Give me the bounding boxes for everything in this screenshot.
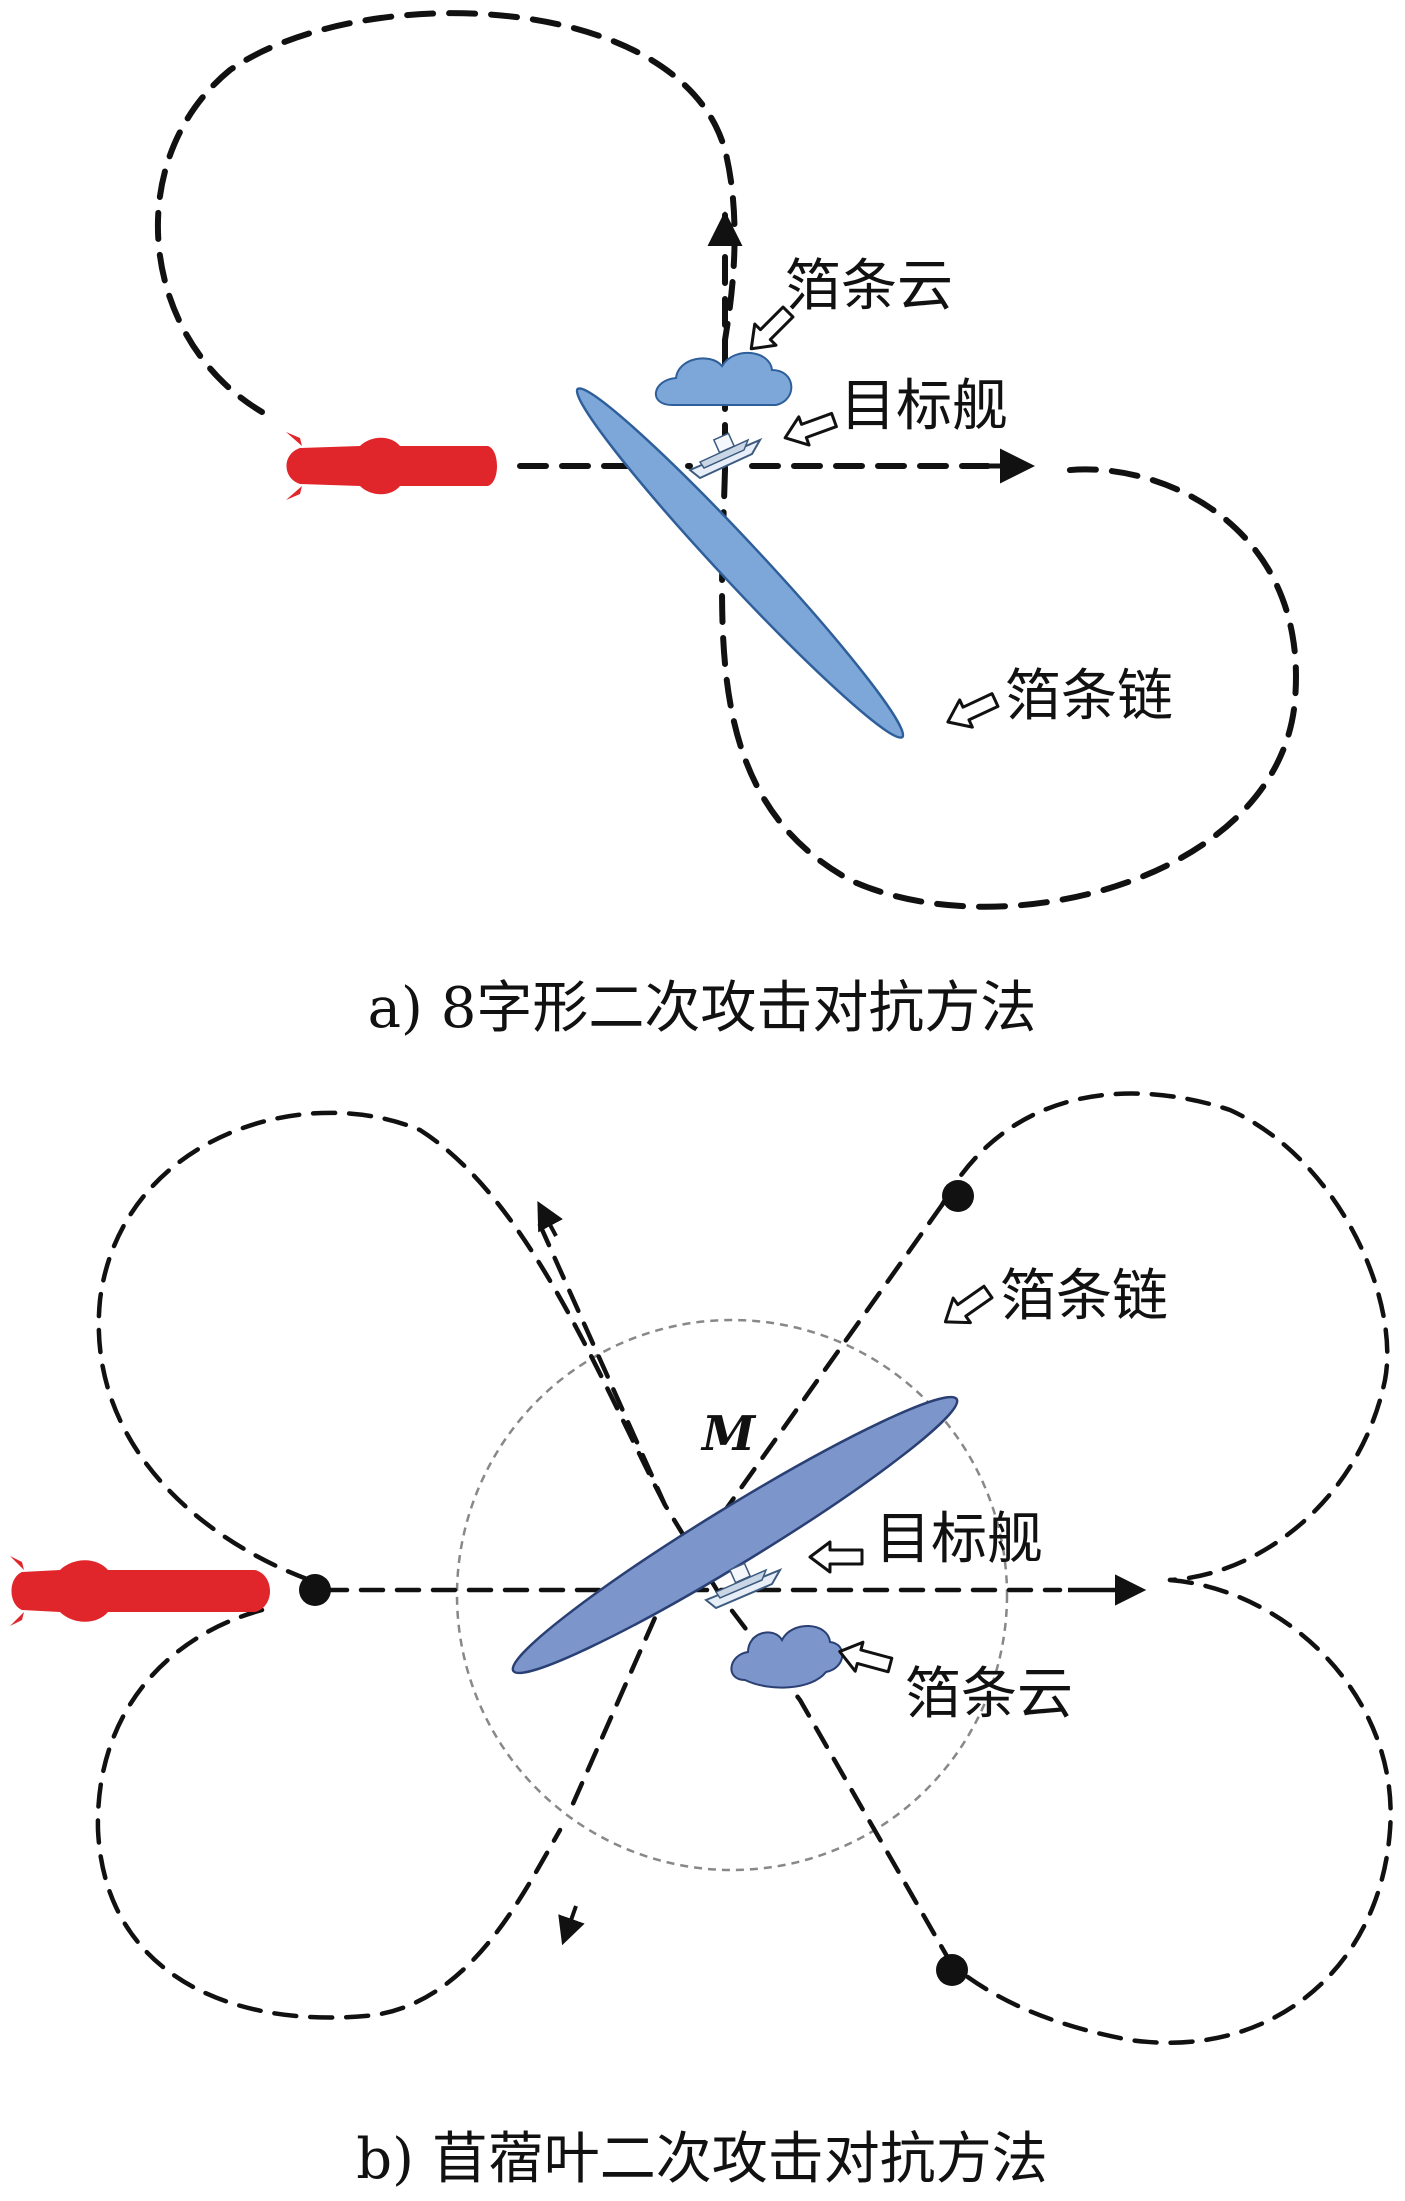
guide-circle: [455, 1318, 1009, 1872]
caption-b: b) 苜蓿叶二次攻击对抗方法: [356, 2127, 1048, 2192]
cloud-icon: [654, 351, 793, 406]
missile-icon: [286, 432, 497, 500]
chaff-chain-ellipse: [511, 1395, 959, 1675]
waypoint-dot: [942, 1180, 974, 1212]
waypoint-dot: [936, 1954, 968, 1986]
ship-icon: [688, 432, 763, 480]
loop-top-right: [939, 1091, 1390, 1583]
lower-loop: [719, 466, 1299, 910]
label-target-ship: 目标舰: [840, 374, 1008, 439]
label-point-m: M: [700, 1406, 757, 1462]
label-chaff-cloud: 箔条云: [905, 1662, 1073, 1727]
panel-a: 箔条云 目标舰 箔条链 a) 8字形二次攻击对抗方法: [154, 10, 1299, 1041]
upper-loop: [154, 10, 738, 415]
waypoint-dot: [299, 1574, 331, 1606]
cloud-icon: [730, 1625, 844, 1689]
label-chaff-chain: 箔条链: [1000, 1264, 1168, 1329]
label-chaff-chain: 箔条链: [1005, 664, 1173, 729]
arrow-top-left: [537, 1201, 563, 1237]
panel-b: 箔条链 M 目标舰 箔条云 b) 苜蓿叶二次攻击对抗方法: [10, 1091, 1393, 2192]
missile-icon: [10, 1556, 270, 1626]
hollow-arrow-icon: [808, 1284, 994, 1674]
arrow-bottom-left: [558, 1905, 585, 1946]
waypoint-dots: [299, 1180, 974, 1986]
label-chaff-cloud: 箔条云: [785, 254, 953, 319]
hollow-arrow-icon: [749, 305, 1000, 729]
ship-icon: [704, 1562, 783, 1610]
chaff-chain-ellipse: [575, 387, 905, 739]
label-target-ship: 目标舰: [875, 1507, 1043, 1572]
loop-bottom-right: [949, 1577, 1393, 2046]
loop-bottom-left: [95, 1607, 563, 2020]
loop-top-left: [96, 1110, 668, 1585]
caption-a: a) 8字形二次攻击对抗方法: [368, 976, 1037, 1041]
